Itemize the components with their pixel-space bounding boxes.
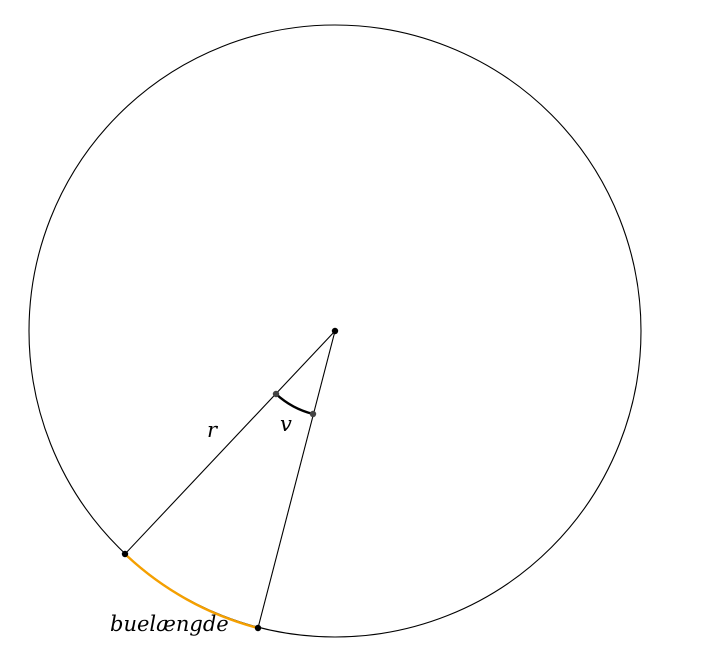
radius-line-1 bbox=[124, 330, 336, 555]
angle-point-2 bbox=[309, 410, 317, 418]
angle-point-1 bbox=[272, 390, 280, 398]
center-point bbox=[331, 327, 339, 335]
angle-marker-arc bbox=[275, 393, 314, 416]
arc-endpoint-1 bbox=[121, 550, 129, 558]
radius-label: r bbox=[207, 418, 219, 442]
arc-length-highlight bbox=[124, 553, 259, 630]
arc-endpoint-2 bbox=[254, 624, 262, 632]
angle-label: v bbox=[280, 412, 292, 436]
radius-line-2 bbox=[257, 330, 336, 629]
arc-length-label: buelængde bbox=[110, 612, 229, 636]
circle bbox=[28, 24, 642, 638]
